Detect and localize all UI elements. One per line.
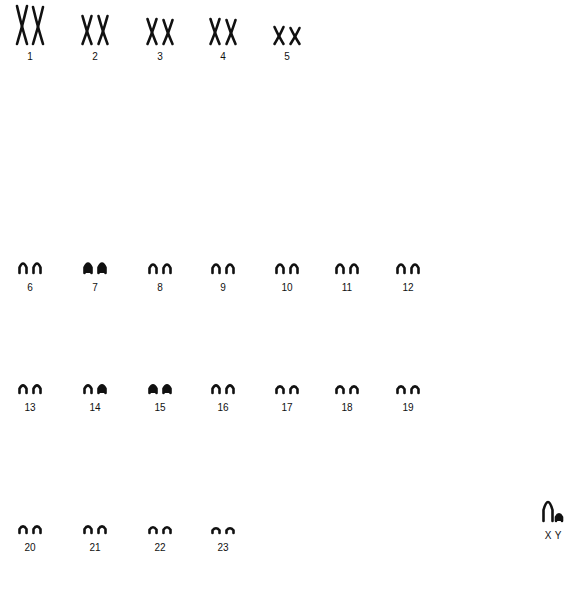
chromosome-number: 15 [154,403,165,413]
chromosome [351,264,358,273]
chromosome [85,526,92,533]
chromosome-number: 6 [27,283,33,293]
chromosome [164,20,173,44]
chromosome [412,264,419,273]
chromosome [544,502,553,521]
chromosome [291,264,298,273]
chromosome [85,264,92,274]
chromosome-number: 14 [89,403,100,413]
chromosome-number: 18 [341,403,352,413]
chromosome-number: 9 [220,283,226,293]
chromosome-number: 13 [24,403,35,413]
chromosome [213,528,220,533]
chromosome [211,19,220,44]
chromosome [99,526,106,533]
chromosome-number: 11 [342,283,352,293]
chromosome [275,27,284,44]
chromosome [20,526,27,533]
chromosome-number: 21 [89,543,100,553]
chromosome-number: 19 [402,403,413,413]
chromosome-number: X [545,531,552,541]
chromosome-number: Y [555,531,562,541]
chromosome-number: 3 [157,52,163,62]
chromosome [164,385,171,393]
chromosome [213,385,220,393]
chromosome [34,526,41,533]
chromosome [277,264,284,273]
chromosome-number: 12 [402,283,413,293]
chromosome [164,527,171,533]
chromosome [227,264,234,273]
chromosome [337,264,344,273]
chromosome [150,385,157,393]
chromosome [148,19,157,44]
chromosome [99,264,106,274]
chromosome-number: 16 [217,403,228,413]
chromosome [291,386,298,393]
chromosome [99,385,106,393]
chromosome-number: 5 [284,52,290,62]
chromosome [150,527,157,533]
chromosome [20,264,27,274]
chromosome [227,385,234,393]
chromosome [213,264,220,273]
chromosome-number: 7 [92,283,98,293]
chromosome-number: 23 [217,543,228,553]
chromosome-number: 2 [92,52,98,62]
chromosome [33,7,43,44]
chromosome [227,528,234,533]
chromosome [83,16,92,44]
chromosome [277,386,284,393]
chromosome-number: 17 [281,403,292,413]
chromosome [398,386,405,393]
chromosome [291,28,300,44]
chromosome-number: 20 [24,543,35,553]
chromosome [85,385,92,393]
chromosome [398,264,405,273]
chromosome-number: 8 [157,283,163,293]
chromosome [34,385,41,393]
chromosome [20,385,27,393]
chromosome [337,386,344,393]
chromosome [556,514,562,521]
chromosome [17,6,27,44]
chromosome-number: 10 [281,283,292,293]
chromosome [412,386,419,393]
chromosome [164,264,171,273]
chromosome-number: 22 [154,543,165,553]
chromosome [150,264,157,273]
chromosome [99,16,108,44]
chromosome-number: 4 [220,52,226,62]
chromosome [227,20,236,44]
chromosome-number: 1 [27,52,33,62]
chromosome [34,264,41,274]
chromosome [351,386,358,393]
